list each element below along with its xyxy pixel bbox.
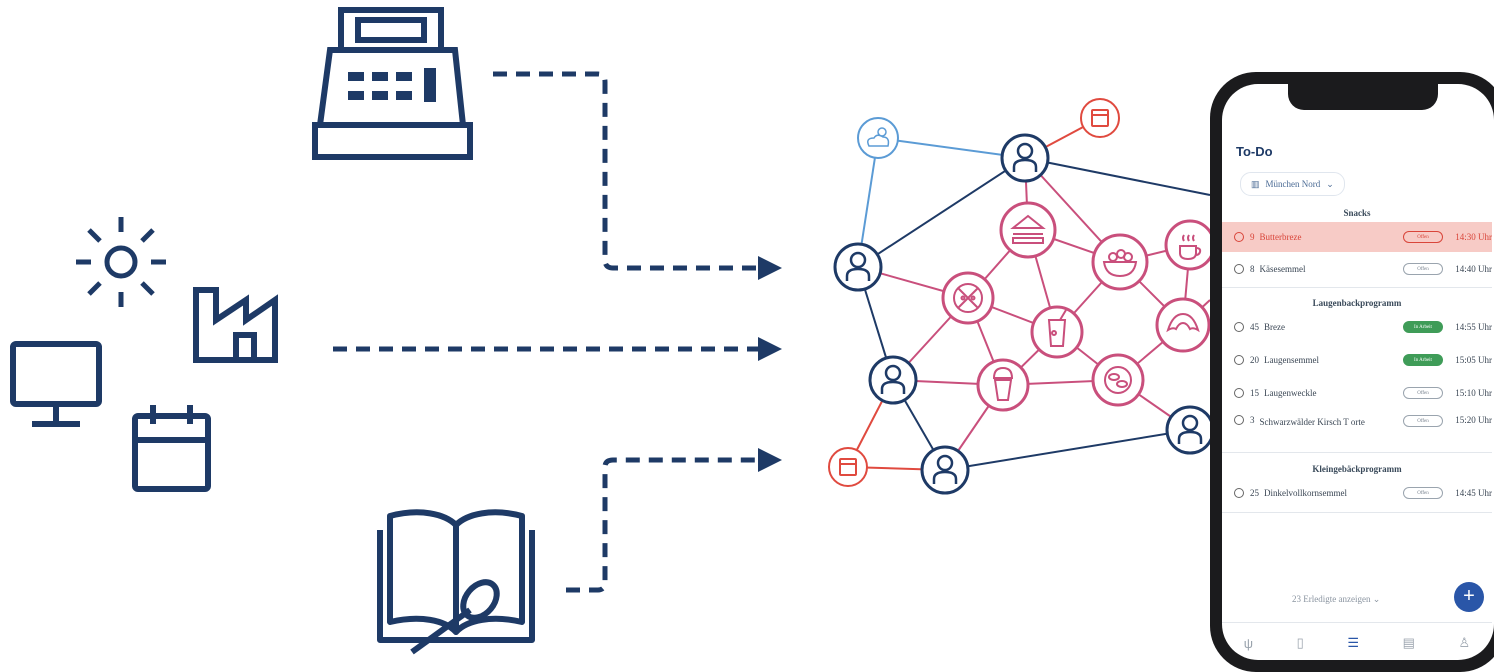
person-node	[1165, 405, 1215, 455]
plate-node	[1091, 353, 1145, 407]
chevron-down-icon: ⌄	[1326, 178, 1334, 189]
checkbox[interactable]	[1234, 388, 1244, 398]
section-title: Kleingebäckprogramm	[1312, 464, 1402, 474]
checkbox[interactable]	[1234, 415, 1244, 425]
arrow-connector	[333, 71, 760, 593]
building-icon: ▥	[1251, 178, 1260, 189]
checkbox[interactable]	[1234, 264, 1244, 274]
status-badge: Offen	[1403, 263, 1443, 275]
factory-icon	[193, 287, 278, 363]
person-node	[920, 445, 970, 495]
drink-node	[1030, 305, 1084, 359]
section-title: Snacks	[1343, 208, 1371, 218]
sun-icon	[76, 217, 166, 307]
bottom-navigation: ψ ▯ ☰ ▤ ♙	[1222, 622, 1492, 660]
list-item[interactable]: 20 Laugensemmel In Arbeit 15:05 Uhr	[1222, 345, 1492, 375]
ice-cream-node	[976, 358, 1030, 412]
clipboard-icon[interactable]: ▯	[1296, 635, 1304, 650]
salad-bowl-node	[1091, 233, 1149, 291]
arrowhead-icon	[758, 256, 782, 472]
status-badge: Offen	[1403, 231, 1443, 243]
weather-node	[857, 117, 899, 159]
calendar-icon	[132, 405, 211, 492]
monitor-icon	[10, 341, 102, 427]
sandwich-node	[999, 201, 1057, 259]
phone-notch	[1288, 84, 1438, 110]
smartphone: To-Do ▥ München Nord ⌄ Snacks 9 Butterbr…	[1210, 72, 1494, 672]
checkbox[interactable]	[1234, 355, 1244, 365]
checklist-icon[interactable]: ▤	[1402, 635, 1415, 650]
list-item[interactable]: 25 Dinkelvollkornsemmel Offen 14:45 Uhr	[1222, 478, 1492, 508]
chevron-down-icon: ⌄	[1372, 594, 1381, 604]
page-title: To-Do	[1236, 144, 1273, 159]
list-item[interactable]: 9 Butterbreze Offen 14:30 Uhr	[1222, 222, 1492, 252]
show-completed-link[interactable]: 23 Erledigte anzeigen ⌄	[1292, 594, 1381, 604]
status-badge: Offen	[1403, 487, 1443, 499]
person-node	[1000, 133, 1050, 183]
status-badge: In Arbeit	[1403, 321, 1443, 333]
user-icon[interactable]: ♙	[1458, 635, 1471, 650]
calendar-node	[828, 447, 868, 487]
section-title: Laugenbackprogramm	[1312, 298, 1402, 308]
status-badge: Offen	[1403, 415, 1443, 427]
todo-app-screen: To-Do ▥ München Nord ⌄ Snacks 9 Butterbr…	[1222, 84, 1494, 660]
checkbox[interactable]	[1234, 488, 1244, 498]
list-item[interactable]: 3 Schwarzwälder Kirsch T orte Offen 15:2…	[1222, 410, 1492, 448]
add-button[interactable]: +	[1454, 582, 1484, 612]
status-badge: Offen	[1403, 387, 1443, 399]
status-badge: In Arbeit	[1403, 354, 1443, 366]
divider	[1222, 452, 1492, 453]
person-node	[833, 242, 883, 292]
branch-selector[interactable]: ▥ München Nord ⌄	[1240, 172, 1345, 196]
list-icon[interactable]: ☰	[1347, 635, 1360, 650]
recipe-book-icon	[377, 509, 535, 655]
divider	[1222, 512, 1492, 513]
calendar-node	[1080, 98, 1120, 138]
croissant-node	[1155, 297, 1211, 353]
pizza-node	[941, 271, 995, 325]
coffee-node	[1164, 219, 1216, 271]
cutlery-icon[interactable]: ψ	[1243, 635, 1254, 651]
branch-label: München Nord	[1265, 179, 1321, 189]
divider	[1222, 287, 1492, 288]
list-item[interactable]: 8 Käsesemmel Offen 14:40 Uhr	[1222, 254, 1492, 284]
cash-register-icon	[312, 7, 473, 160]
person-node	[868, 355, 918, 405]
checkbox[interactable]	[1234, 232, 1244, 242]
list-item[interactable]: 15 Laugenweckle Offen 15:10 Uhr	[1222, 378, 1492, 408]
checkbox[interactable]	[1234, 322, 1244, 332]
list-item[interactable]: 45 Breze In Arbeit 14:55 Uhr	[1222, 312, 1492, 342]
